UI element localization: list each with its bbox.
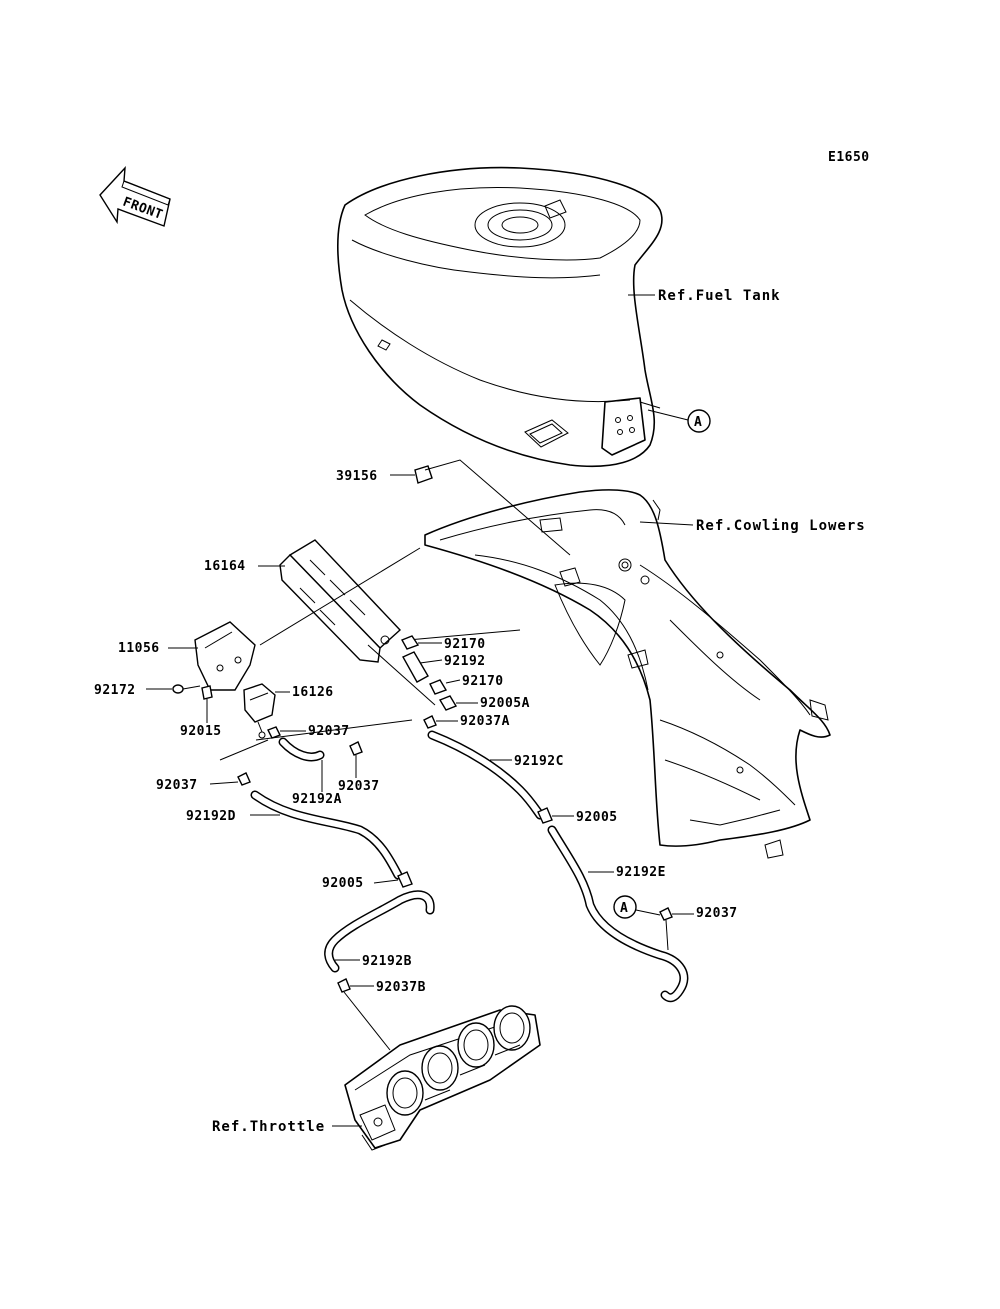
part-label-16164: 16164 bbox=[204, 559, 246, 574]
part-label-92192E: 92192E bbox=[616, 865, 666, 880]
part-label-92037-a: 92037 bbox=[696, 906, 738, 921]
part-label-92005-left: 92005 bbox=[322, 876, 364, 891]
ref-throttle-label: Ref.Throttle bbox=[212, 1119, 325, 1135]
diagram-code: E1650 bbox=[828, 150, 870, 165]
callout-marker-a-top bbox=[687, 409, 711, 433]
part-label-92037B: 92037B bbox=[376, 980, 426, 995]
fitting-92005-left bbox=[397, 871, 413, 888]
part-label-92037-left: 92037 bbox=[156, 778, 198, 793]
bolt-92172 bbox=[172, 684, 184, 694]
hose-92192 bbox=[402, 651, 429, 683]
part-label-92005A: 92005A bbox=[480, 696, 530, 711]
clip-92037b bbox=[337, 978, 351, 993]
part-label-39156: 39156 bbox=[336, 469, 378, 484]
clip-92037a-upper bbox=[423, 715, 437, 729]
fitting-92005-right bbox=[537, 807, 553, 824]
part-label-92192D: 92192D bbox=[186, 809, 236, 824]
front-direction-arrow: FRONT bbox=[99, 166, 171, 227]
clip-92037-valve bbox=[267, 726, 281, 739]
clamp-92170-top bbox=[401, 635, 420, 650]
part-label-16126: 16126 bbox=[292, 685, 334, 700]
cowling-lowers-drawing bbox=[424, 489, 831, 859]
pad-39156 bbox=[414, 465, 433, 484]
callout-marker-a-bottom bbox=[613, 895, 637, 919]
part-label-11056: 11056 bbox=[118, 641, 160, 656]
part-label-92005-right: 92005 bbox=[576, 810, 618, 825]
nut-92015 bbox=[201, 685, 213, 700]
clip-92037-right bbox=[349, 741, 363, 756]
canister-16164 bbox=[279, 539, 402, 663]
part-label-92192: 92192 bbox=[444, 654, 486, 669]
part-label-92037-right: 92037 bbox=[338, 779, 380, 794]
fitting-92005a bbox=[438, 695, 458, 711]
part-label-92037-valve: 92037 bbox=[308, 724, 350, 739]
ref-fuel-tank-label: Ref.Fuel Tank bbox=[658, 288, 781, 304]
fuel-tank-drawing bbox=[337, 166, 663, 468]
part-label-92015: 92015 bbox=[180, 724, 222, 739]
clip-92037-left bbox=[237, 772, 251, 786]
throttle-body-drawing bbox=[344, 1005, 541, 1151]
hose-92192c bbox=[427, 730, 545, 820]
valve-16126 bbox=[243, 683, 276, 739]
callout-marker-a-bottom-label: A bbox=[620, 901, 628, 916]
part-label-92192A: 92192A bbox=[292, 792, 342, 807]
part-label-92172: 92172 bbox=[94, 683, 136, 698]
part-label-92192B: 92192B bbox=[362, 954, 412, 969]
part-label-92037A: 92037A bbox=[460, 714, 510, 729]
part-label-92170-top: 92170 bbox=[444, 637, 486, 652]
callout-marker-a-top-label: A bbox=[694, 415, 702, 430]
ref-cowling-lowers-label: Ref.Cowling Lowers bbox=[696, 518, 866, 534]
clip-92037-a bbox=[659, 907, 673, 921]
part-label-92192C: 92192C bbox=[514, 754, 564, 769]
part-label-92170-lower: 92170 bbox=[462, 674, 504, 689]
bracket-11056 bbox=[194, 621, 256, 691]
clamp-92170-lower bbox=[429, 679, 448, 695]
